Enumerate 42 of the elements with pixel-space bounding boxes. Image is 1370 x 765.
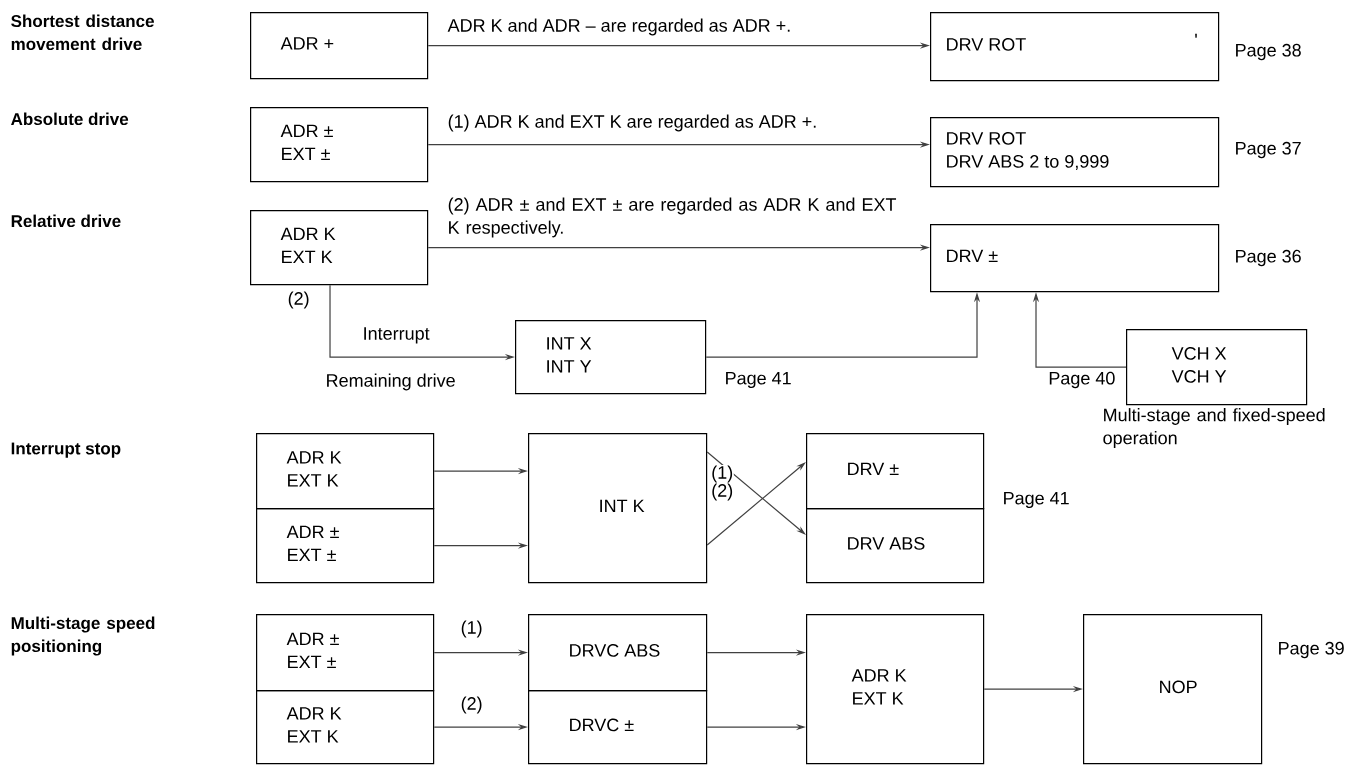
note-text: Remaining drive — [327, 373, 455, 391]
section-title: Relative drive — [11, 214, 121, 228]
box-text: ADR ± EXT ± — [280, 124, 333, 161]
box-text: ADR + — [280, 37, 334, 50]
box-text: ADR K EXT K — [851, 669, 907, 705]
note-text: (1) — [710, 465, 734, 483]
box-text: ADR ± EXT ± — [286, 525, 339, 562]
box-text: ADR ± EXT ± — [286, 632, 339, 669]
section-title: Shortest distance movement drive — [11, 14, 154, 51]
box-text: NOP — [1160, 680, 1197, 694]
edge-label: (2) ADR ± and EXT ± are regarded as ADR K and EXT K respectively. — [445, 195, 900, 240]
note-text: (2) — [710, 483, 734, 501]
edge-label: (1) ADR K and EXT K are regarded as ADR +. — [445, 112, 820, 134]
box-text: DRV ± — [947, 249, 998, 263]
box-text: VCH X VCH Y — [1171, 347, 1227, 383]
box-text: INT K — [600, 499, 645, 513]
edge-label: Interrupt — [360, 325, 432, 346]
section-title: Absolute drive — [11, 112, 129, 126]
page-reference: Page 41 — [726, 371, 791, 389]
edge-label: (1) — [458, 618, 485, 640]
page-reference: Page 37 — [1236, 141, 1301, 159]
box-text: DRV ROT DRV ABS 2 to 9,999 — [947, 132, 1109, 170]
edge-label: ADR K and ADR – are regarded as ADR +. — [445, 16, 794, 38]
box-text: DRVC ± — [570, 718, 634, 732]
box-text: DRV ROT — [947, 38, 1026, 51]
note-text: Multi-stage and fixed-speed operation — [1103, 408, 1325, 448]
box-text: DRV ABS — [848, 537, 925, 550]
box-text: ADR K EXT K — [286, 451, 342, 487]
page-reference: Page 40 — [1049, 371, 1115, 389]
section-title: Multi-stage speed positioning — [11, 616, 155, 656]
box-text: ADR K EXT K — [286, 707, 342, 743]
box-text: INT X INT Y — [547, 337, 592, 373]
box-text: DRVC ABS — [570, 644, 660, 657]
page-reference: Page 38 — [1236, 43, 1301, 61]
edge-label: (2) — [458, 694, 485, 716]
page-reference: Page 39 — [1279, 641, 1344, 659]
section-title: Interrupt stop — [11, 442, 121, 458]
note-text: Page 41 — [1004, 491, 1069, 509]
page-reference: Page 36 — [1236, 249, 1301, 267]
box-text: DRV ± — [848, 462, 899, 476]
tick-mark: ' — [1195, 33, 1197, 38]
box-text: ADR K EXT K — [280, 227, 336, 264]
